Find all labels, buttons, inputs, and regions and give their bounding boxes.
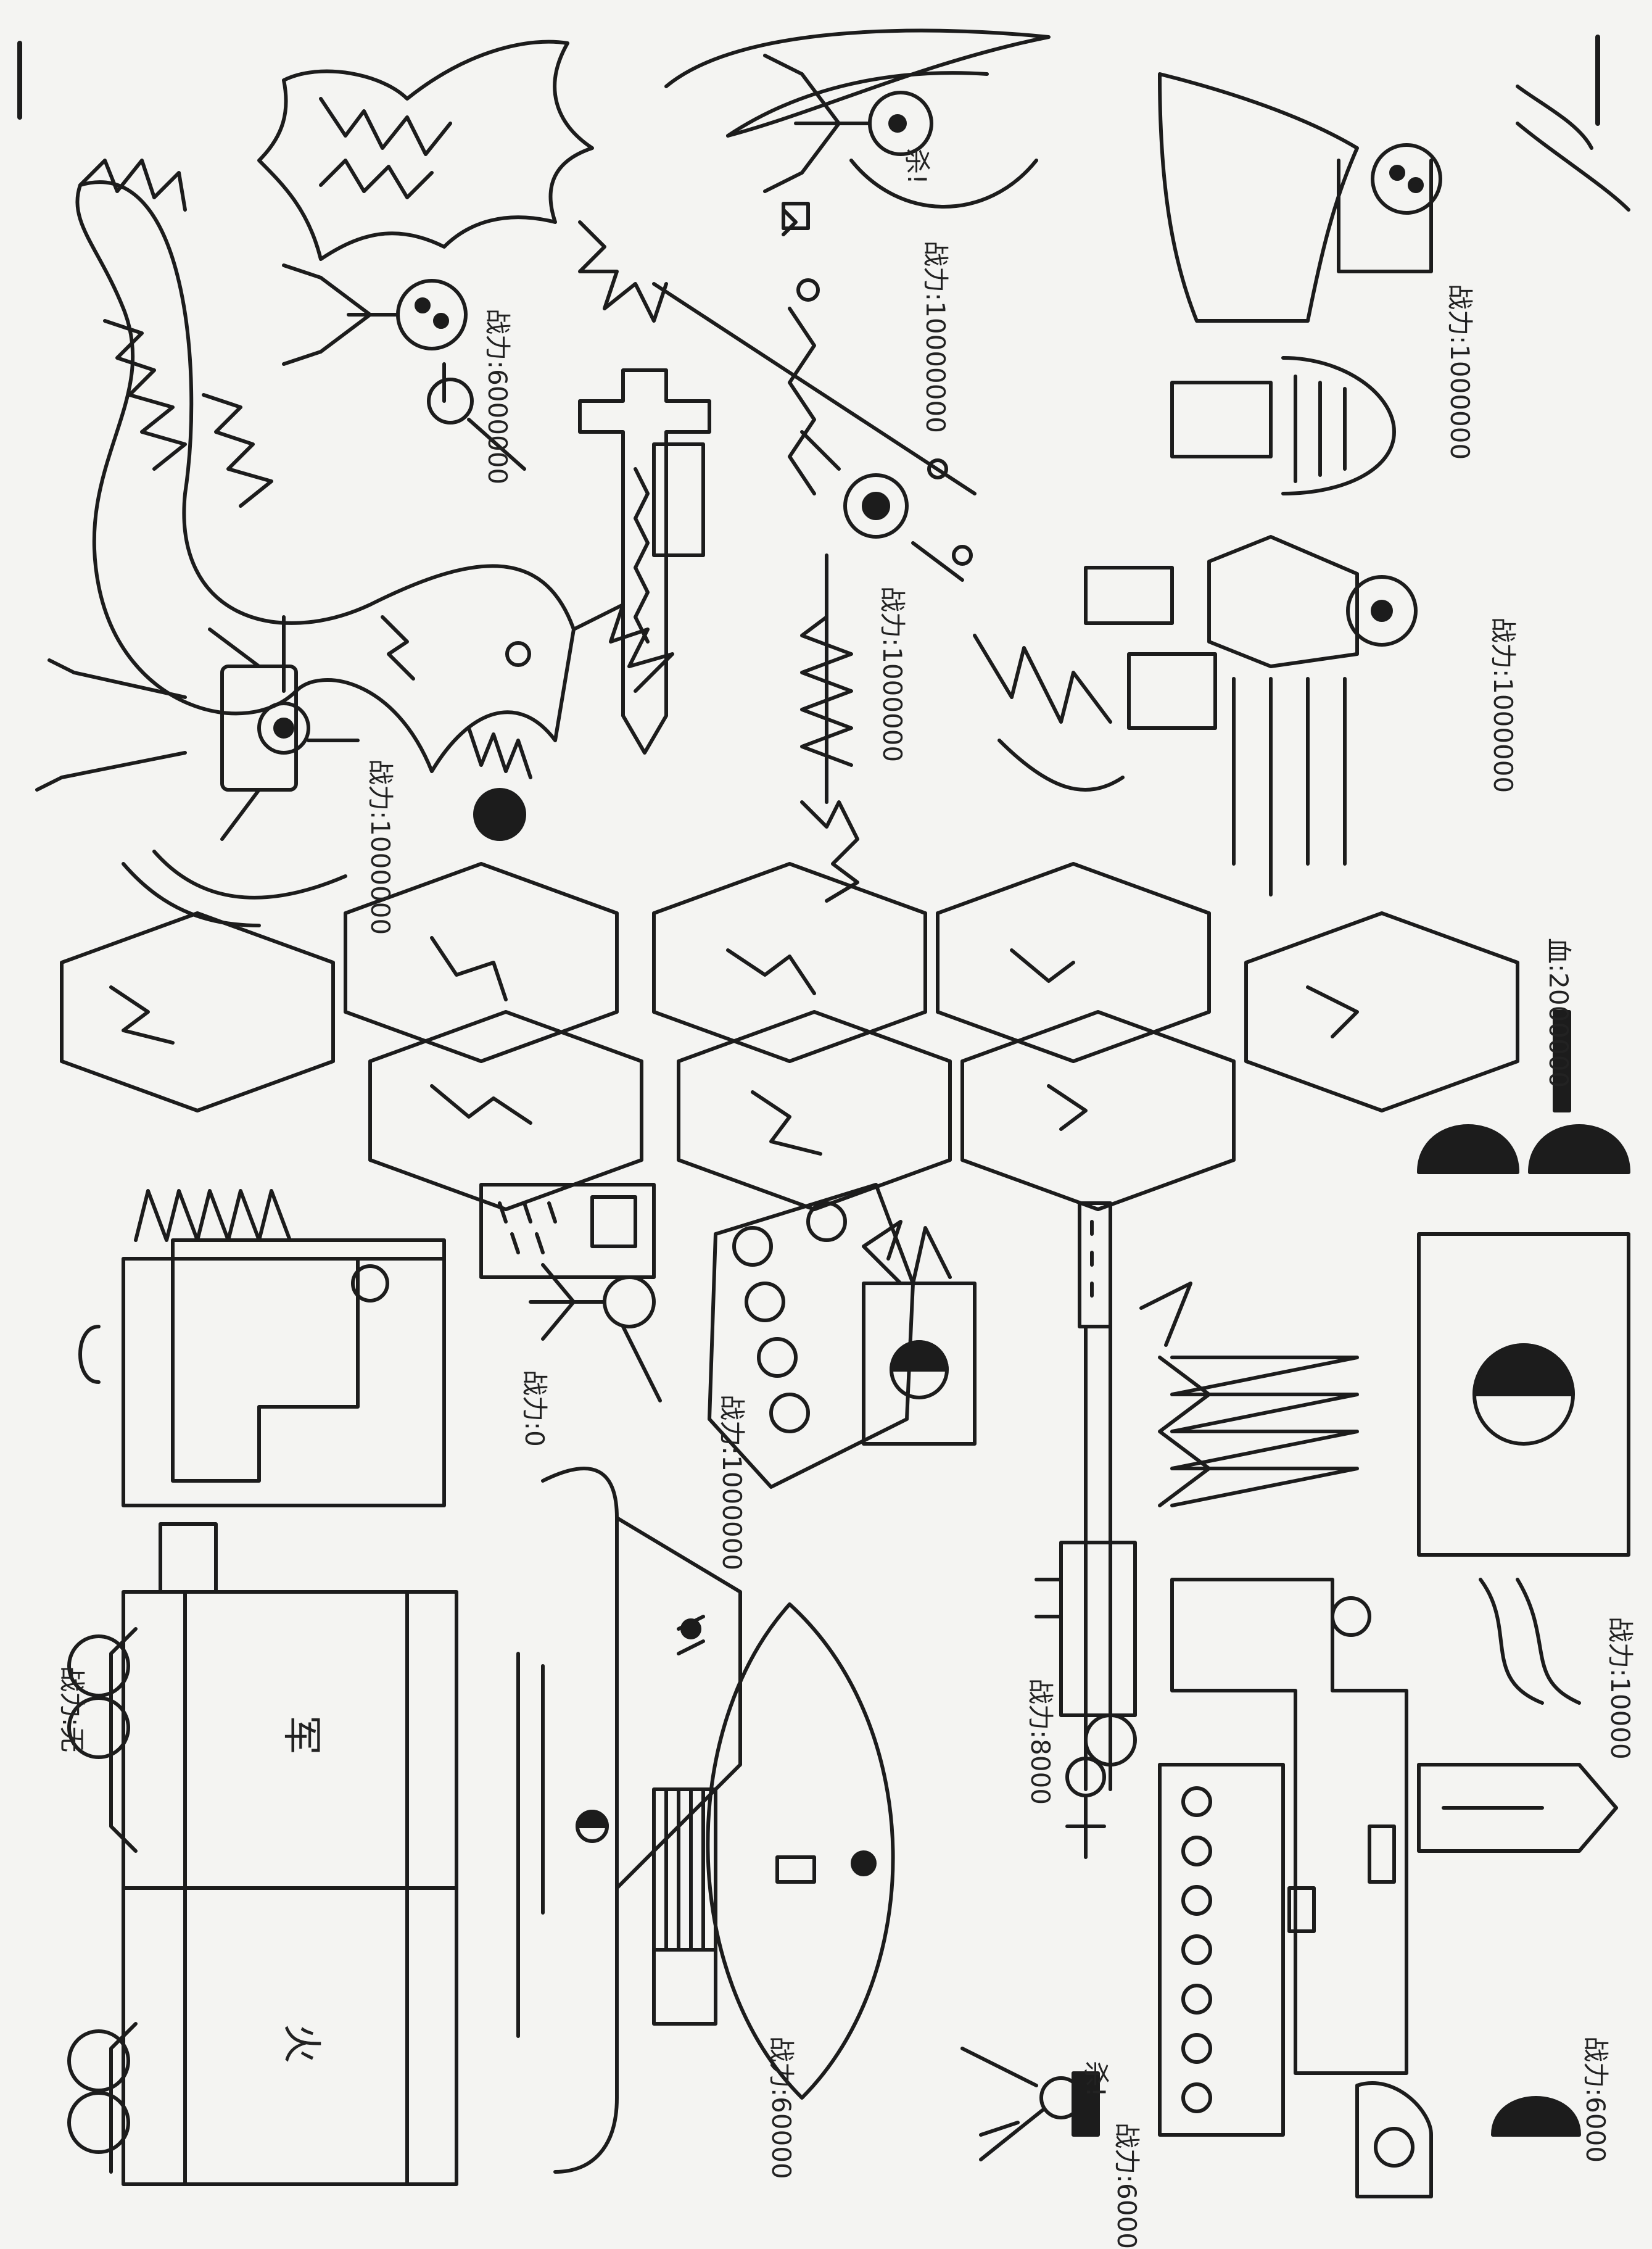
small-soldier-figures bbox=[960, 1757, 1106, 2161]
skull-head-figure bbox=[282, 263, 526, 471]
dragon-illustration bbox=[75, 159, 674, 779]
tracked-vehicle bbox=[1158, 1578, 1618, 2198]
spaceship-illustration bbox=[516, 1467, 895, 2174]
truck-character-2: 火 bbox=[278, 2024, 324, 2063]
power-label-bottom-soldier: 战力:6000 bbox=[1112, 2123, 1142, 2249]
power-label-window-man: 战力:0 bbox=[519, 1370, 550, 1447]
power-label-missile: 战力:10000 bbox=[1605, 1617, 1635, 1760]
giant-sword-illustration bbox=[578, 368, 711, 755]
lightning-staff bbox=[800, 553, 859, 903]
missile-launcher bbox=[1170, 1124, 1630, 1705]
power-label-truck: 战力:无 bbox=[57, 1666, 87, 1753]
throne-figure bbox=[1158, 72, 1630, 495]
blood-bar bbox=[1553, 1010, 1571, 1112]
blood-label: 血:2000000 bbox=[1543, 938, 1574, 1088]
black-ball bbox=[473, 788, 526, 841]
shout-label-bottom: 杀! bbox=[1081, 2061, 1111, 2097]
power-label-throne: 战力:1000000 bbox=[1445, 284, 1475, 460]
truck-character-1: 军 bbox=[278, 1715, 324, 1755]
spiky-wing-illustration bbox=[257, 39, 594, 261]
power-label-sniper: 战力:8000 bbox=[1025, 1678, 1055, 1805]
hexagon-terrain bbox=[60, 862, 1519, 1211]
reaper-figure bbox=[664, 28, 1051, 236]
dragon-rider-figure bbox=[35, 615, 360, 927]
spear-weapon bbox=[578, 220, 977, 582]
power-label-spaceship: 战力:60000 bbox=[766, 2036, 796, 2179]
power-label-spear: 战力:1000000 bbox=[877, 586, 907, 763]
sniper-rifle bbox=[1035, 1201, 1211, 1791]
shout-label-reaper: 杀! bbox=[902, 148, 932, 184]
power-label-robot: 战力:1000000 bbox=[1488, 617, 1518, 793]
tank-illustration bbox=[708, 1183, 977, 1489]
power-label-tank: 战力:1000000 bbox=[717, 1394, 747, 1571]
window-man-figure bbox=[479, 1183, 662, 1402]
power-label-skull-head: 战力:6000000 bbox=[482, 309, 513, 485]
robot-figure bbox=[973, 535, 1418, 897]
power-label-reaper: 战力:10000000 bbox=[920, 241, 951, 433]
army-truck bbox=[67, 1189, 458, 2186]
power-label-bottom-right: 战力:6000 bbox=[1580, 2036, 1611, 2163]
power-label-dragon-rider: 战力:1000000 bbox=[365, 759, 395, 935]
